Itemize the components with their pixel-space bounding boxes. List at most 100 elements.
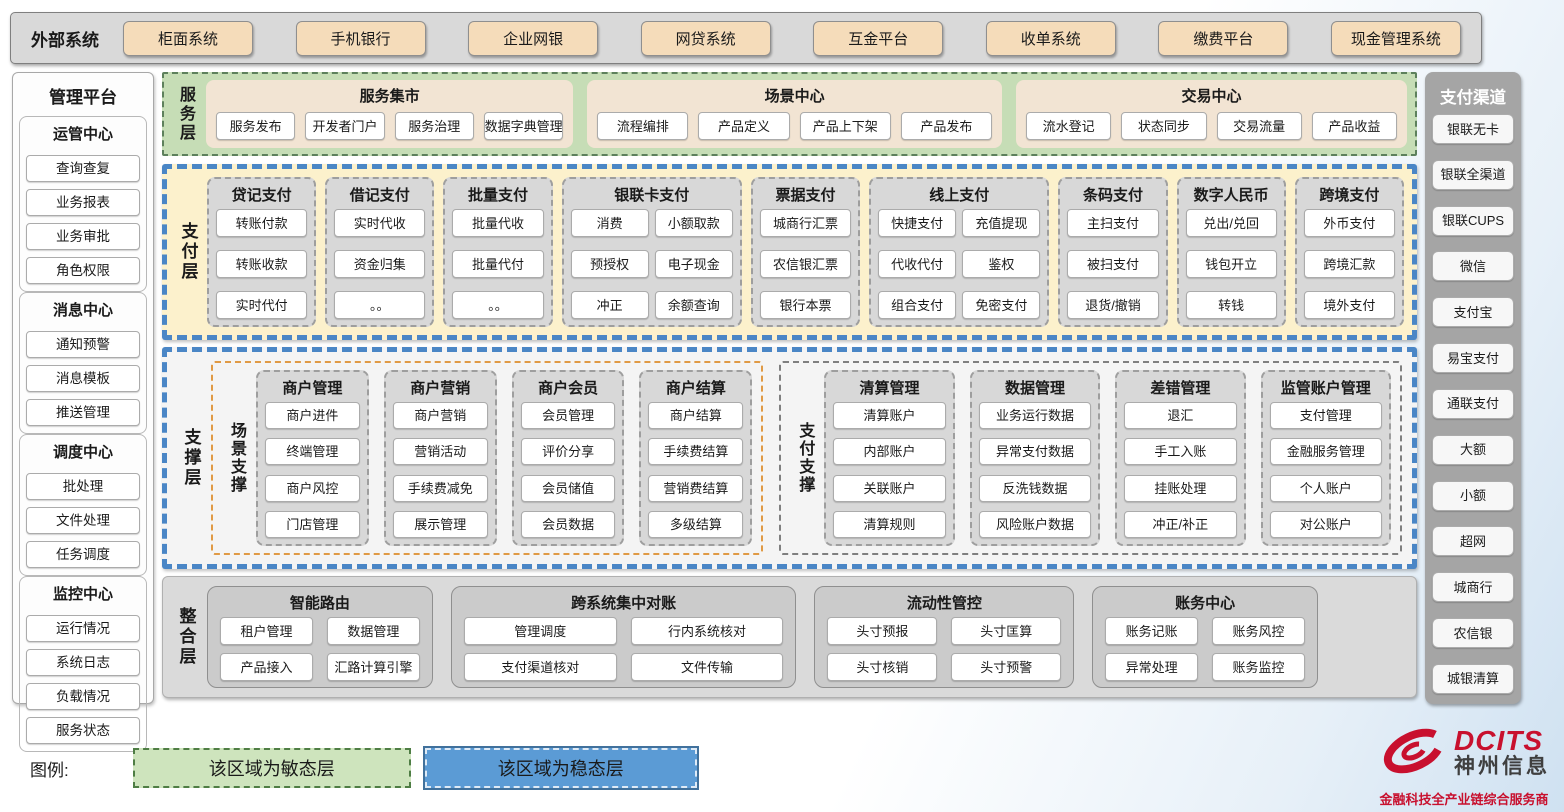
support-item-button[interactable]: 营销活动 — [392, 438, 488, 466]
integration-item-button[interactable]: 账务监控 — [1212, 653, 1306, 681]
service-item-button[interactable]: 交易流量 — [1216, 112, 1302, 140]
management-item-button[interactable]: 查询查复 — [26, 155, 140, 182]
payment-item-button[interactable]: 农信银汇票 — [759, 250, 852, 278]
support-item-button[interactable]: 异常支付数据 — [978, 438, 1092, 466]
external-system-button[interactable]: 企业网银 — [468, 20, 599, 56]
support-item-button[interactable]: 门店管理 — [265, 510, 360, 538]
management-item-button[interactable]: 角色权限 — [26, 257, 140, 284]
external-system-button[interactable]: 缴费平台 — [1158, 20, 1289, 56]
integration-item-button[interactable]: 行内系统核对 — [630, 617, 784, 645]
payment-item-button[interactable]: 主扫支付 — [1067, 209, 1159, 237]
management-item-button[interactable]: 任务调度 — [26, 541, 140, 568]
payment-channel-button[interactable]: 支付宝 — [1432, 297, 1514, 328]
payment-channel-button[interactable]: 超网 — [1432, 526, 1514, 557]
management-item-button[interactable]: 业务报表 — [26, 189, 140, 216]
support-item-button[interactable]: 会员数据 — [520, 510, 616, 538]
payment-item-button[interactable]: 转账付款 — [216, 209, 308, 237]
payment-channel-button[interactable]: 微信 — [1432, 251, 1514, 282]
external-system-button[interactable]: 现金管理系统 — [1330, 20, 1461, 56]
management-item-button[interactable]: 通知预警 — [26, 331, 140, 358]
payment-item-button[interactable]: 批量代收 — [452, 209, 544, 237]
service-item-button[interactable]: 产品定义 — [698, 112, 790, 140]
support-item-button[interactable]: 金融服务管理 — [1269, 438, 1382, 466]
payment-item-button[interactable]: 组合支付 — [878, 291, 957, 319]
support-item-button[interactable]: 多级结算 — [648, 510, 744, 538]
support-item-button[interactable]: 展示管理 — [392, 510, 488, 538]
support-item-button[interactable]: 商户风控 — [265, 474, 360, 502]
management-item-button[interactable]: 消息模板 — [26, 365, 140, 392]
support-item-button[interactable]: 会员储值 — [520, 474, 616, 502]
payment-item-button[interactable]: 小额取款 — [654, 209, 733, 237]
support-item-button[interactable]: 会员管理 — [520, 402, 616, 429]
external-system-button[interactable]: 手机银行 — [295, 20, 426, 56]
service-item-button[interactable]: 数据字典管理 — [483, 112, 564, 140]
integration-item-button[interactable]: 数据管理 — [326, 617, 420, 645]
payment-item-button[interactable]: 免密支付 — [962, 291, 1041, 319]
integration-item-button[interactable]: 汇路计算引擎 — [326, 653, 420, 681]
support-item-button[interactable]: 对公账户 — [1269, 510, 1382, 538]
integration-item-button[interactable]: 管理调度 — [463, 617, 617, 645]
payment-item-button[interactable]: 预授权 — [570, 250, 649, 278]
payment-item-button[interactable]: 快捷支付 — [878, 209, 957, 237]
management-item-button[interactable]: 服务状态 — [26, 717, 140, 744]
support-item-button[interactable]: 业务运行数据 — [978, 402, 1092, 429]
support-item-button[interactable]: 清算账户 — [833, 402, 946, 429]
support-item-button[interactable]: 风险账户数据 — [978, 510, 1092, 538]
integration-item-button[interactable]: 头寸预报 — [827, 617, 938, 645]
payment-channel-button[interactable]: 易宝支付 — [1432, 343, 1514, 374]
support-item-button[interactable]: 退汇 — [1124, 402, 1237, 429]
support-item-button[interactable]: 关联账户 — [833, 474, 946, 502]
support-item-button[interactable]: 支付管理 — [1269, 402, 1382, 429]
service-item-button[interactable]: 服务发布 — [216, 112, 296, 140]
payment-item-button[interactable]: 境外支付 — [1303, 291, 1395, 319]
payment-item-button[interactable]: 实时代付 — [216, 291, 308, 319]
payment-channel-button[interactable]: 大额 — [1432, 434, 1514, 465]
payment-channel-button[interactable]: 银联无卡 — [1432, 114, 1514, 144]
service-item-button[interactable]: 服务治理 — [394, 112, 474, 140]
support-item-button[interactable]: 清算规则 — [833, 510, 946, 538]
support-item-button[interactable]: 商户营销 — [392, 402, 488, 429]
support-item-button[interactable]: 终端管理 — [265, 438, 360, 466]
integration-item-button[interactable]: 异常处理 — [1105, 653, 1199, 681]
support-item-button[interactable]: 商户结算 — [648, 402, 744, 429]
payment-item-button[interactable]: 余额查询 — [654, 291, 733, 319]
payment-item-button[interactable]: 退货/撤销 — [1067, 291, 1159, 319]
service-item-button[interactable]: 产品收益 — [1311, 112, 1397, 140]
support-item-button[interactable]: 内部账户 — [833, 438, 946, 466]
payment-item-button[interactable]: 银行本票 — [759, 291, 852, 319]
support-item-button[interactable]: 评价分享 — [520, 438, 616, 466]
payment-item-button[interactable]: 电子现金 — [654, 250, 733, 278]
support-item-button[interactable]: 手工入账 — [1124, 438, 1237, 466]
integration-item-button[interactable]: 支付渠道核对 — [463, 653, 617, 681]
integration-item-button[interactable]: 产品接入 — [220, 653, 313, 681]
support-item-button[interactable]: 挂账处理 — [1124, 474, 1237, 502]
payment-item-button[interactable]: 城商行汇票 — [759, 209, 852, 237]
service-item-button[interactable]: 流程编排 — [597, 112, 689, 140]
support-item-button[interactable]: 营销费结算 — [648, 474, 744, 502]
payment-item-button[interactable]: 外币支付 — [1303, 209, 1395, 237]
payment-item-button[interactable]: 被扫支付 — [1067, 250, 1159, 278]
service-item-button[interactable]: 开发者门户 — [305, 112, 385, 140]
payment-item-button[interactable]: 代收代付 — [878, 250, 957, 278]
payment-item-button[interactable]: 转钱 — [1185, 291, 1277, 319]
payment-item-button[interactable]: 实时代收 — [334, 209, 426, 237]
payment-item-button[interactable]: 鉴权 — [962, 250, 1041, 278]
management-item-button[interactable]: 运行情况 — [26, 615, 140, 642]
service-item-button[interactable]: 状态同步 — [1121, 112, 1207, 140]
support-item-button[interactable]: 商户进件 — [265, 402, 360, 429]
payment-channel-button[interactable]: 通联支付 — [1432, 388, 1514, 419]
payment-channel-button[interactable]: 城商行 — [1432, 572, 1514, 603]
management-item-button[interactable]: 负载情况 — [26, 683, 140, 710]
external-system-button[interactable]: 柜面系统 — [123, 20, 253, 56]
management-item-button[interactable]: 业务审批 — [26, 223, 140, 250]
support-item-button[interactable]: 手续费减免 — [392, 474, 488, 502]
integration-item-button[interactable]: 头寸核销 — [827, 653, 938, 681]
support-item-button[interactable]: 个人账户 — [1269, 474, 1382, 502]
payment-channel-button[interactable]: 银联全渠道 — [1432, 159, 1514, 190]
payment-item-button[interactable]: 消费 — [570, 209, 649, 237]
support-item-button[interactable]: 反洗钱数据 — [978, 474, 1092, 502]
payment-item-button[interactable]: 冲正 — [570, 291, 649, 319]
payment-item-button[interactable]: 批量代付 — [452, 250, 544, 278]
payment-item-button[interactable]: 转账收款 — [216, 250, 308, 278]
management-item-button[interactable]: 文件处理 — [26, 507, 140, 534]
